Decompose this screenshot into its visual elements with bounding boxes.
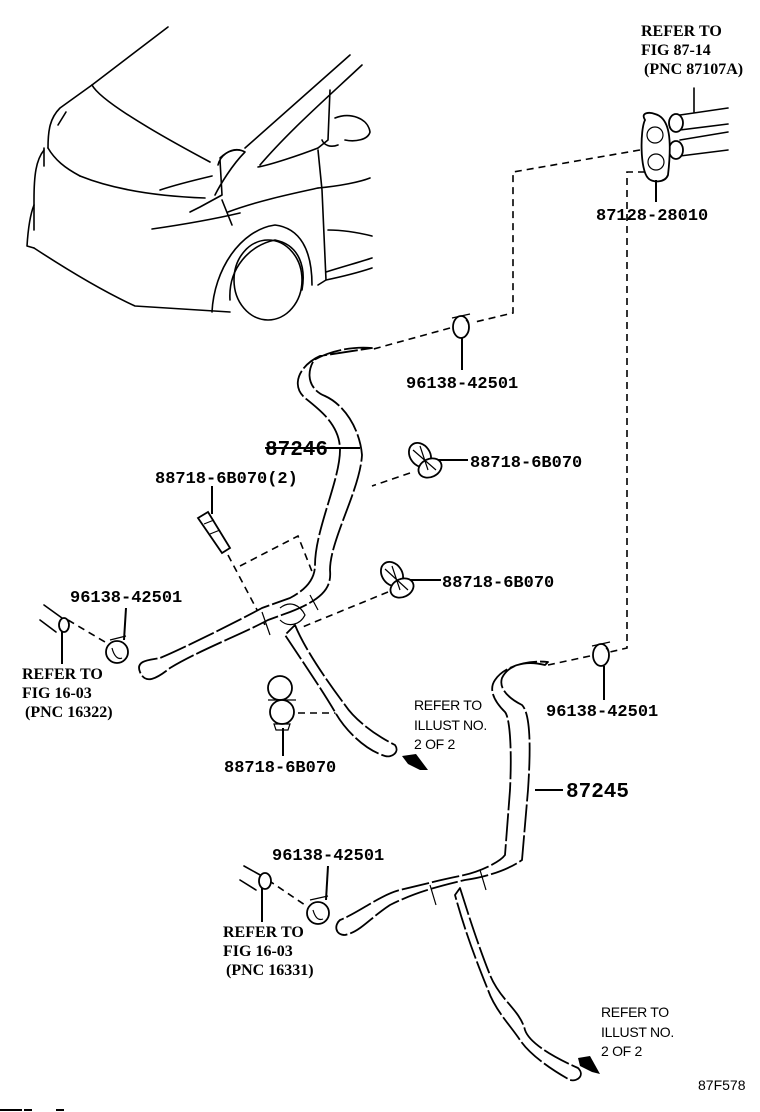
pipe-stub-left-upper — [39, 604, 70, 664]
clamp-96138-42501-right[interactable] — [591, 641, 611, 667]
part-label-87128-28010[interactable]: 87128-28010 — [596, 207, 708, 226]
refer-text-line-1: REFER TO — [22, 666, 103, 683]
part-label-96138-42501-right[interactable]: 96138-42501 — [546, 703, 658, 722]
clip-88718-6B070-left[interactable] — [196, 510, 232, 555]
refer-text-line-3: (PNC 16322) — [25, 704, 113, 721]
refer-text-line-2: FIG 87-14 — [641, 42, 711, 59]
label-refer-illust-a[interactable]: REFER TO ILLUST NO. 2 OF 2 — [414, 697, 487, 752]
label-refer-fig-16-03-b[interactable]: REFER TO FIG 16-03 (PNC 16331) — [223, 924, 314, 979]
part-label-96138-42501-top[interactable]: 96138-42501 — [406, 375, 518, 394]
vehicle-front-illustration — [26, 26, 373, 321]
grommet-87128-28010[interactable] — [640, 112, 671, 183]
illustration-code: 87F578 — [698, 1077, 746, 1093]
heater-pipes — [668, 87, 729, 160]
refer-text-line-1: REFER TO — [223, 924, 304, 941]
hose-87246[interactable] — [138, 346, 398, 758]
note-line-2: ILLUST NO. — [601, 1024, 674, 1040]
refer-text-line-3: (PNC 87107A) — [644, 61, 743, 78]
arrow-refer-illust-a — [402, 754, 428, 770]
hose-87245[interactable] — [335, 660, 582, 1082]
clip-88718-6B070-bottom[interactable] — [267, 675, 296, 731]
part-label-96138-42501-lower-left[interactable]: 96138-42501 — [272, 847, 384, 866]
clamp-96138-42501-left[interactable] — [105, 635, 129, 664]
part-label-87246[interactable]: 87246 — [265, 439, 328, 462]
part-label-87245[interactable]: 87245 — [566, 781, 629, 804]
refer-text-line-3: (PNC 16331) — [226, 962, 314, 979]
note-line-3: 2 OF 2 — [414, 736, 456, 752]
note-line-2: ILLUST NO. — [414, 717, 487, 733]
note-line-3: 2 OF 2 — [601, 1043, 643, 1059]
label-refer-fig-16-03-a[interactable]: REFER TO FIG 16-03 (PNC 16322) — [22, 666, 113, 721]
clamp-96138-42501-lower-left[interactable] — [306, 895, 330, 925]
part-label-88718-6B070-upper[interactable]: 88718-6B070 — [470, 454, 582, 473]
clip-88718-6B070-middle-right[interactable] — [376, 558, 416, 602]
note-line-1: REFER TO — [601, 1004, 669, 1020]
refer-text-line-2: FIG 16-03 — [223, 943, 293, 960]
part-label-96138-42501-left[interactable]: 96138-42501 — [70, 589, 182, 608]
connector-lines — [67, 149, 645, 906]
arrow-refer-illust-b — [578, 1056, 600, 1074]
part-label-88718-6B070-bottom[interactable]: 88718-6B070 — [224, 759, 336, 778]
refer-text-line-1: REFER TO — [641, 23, 722, 40]
clamp-96138-42501-top[interactable] — [451, 313, 471, 339]
note-line-1: REFER TO — [414, 697, 482, 713]
part-label-88718-6B070-qty2[interactable]: 88718-6B070(2) — [155, 470, 298, 489]
refer-text-line-2: FIG 16-03 — [22, 685, 92, 702]
pipe-stub-left-lower — [239, 865, 272, 922]
clip-88718-6B070-upper-right[interactable] — [404, 439, 444, 482]
part-label-88718-6B070-middle[interactable]: 88718-6B070 — [442, 574, 554, 593]
label-refer-fig-87-14[interactable]: REFER TO FIG 87-14 (PNC 87107A) — [641, 23, 743, 78]
label-refer-illust-b[interactable]: REFER TO ILLUST NO. 2 OF 2 — [601, 1004, 674, 1059]
